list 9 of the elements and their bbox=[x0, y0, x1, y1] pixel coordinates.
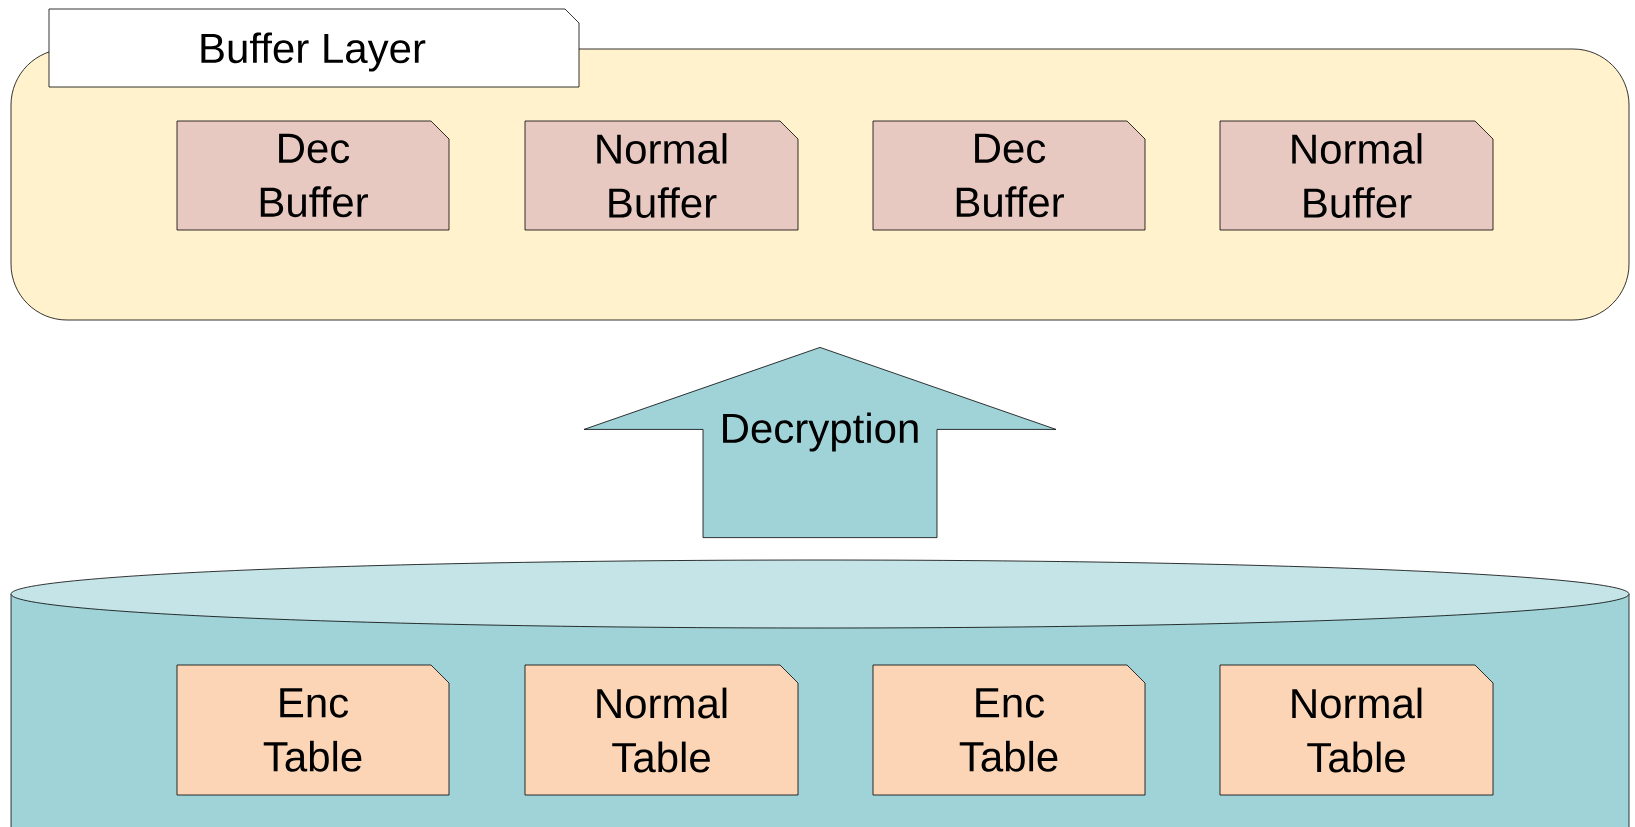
buffer-box: Normal Buffer bbox=[524, 120, 799, 231]
edge-label: Decryption bbox=[723, 412, 918, 452]
buffer-box: Dec Buffer bbox=[176, 120, 450, 231]
buffer-box: Normal Buffer bbox=[1219, 120, 1494, 231]
table-box: Normal Table bbox=[524, 664, 799, 796]
buffer-box: Dec Buffer bbox=[872, 120, 1146, 231]
table-box: Normal Table bbox=[1219, 664, 1494, 796]
table-box: Enc Table bbox=[176, 664, 450, 796]
table-box: Enc Table bbox=[872, 664, 1146, 796]
